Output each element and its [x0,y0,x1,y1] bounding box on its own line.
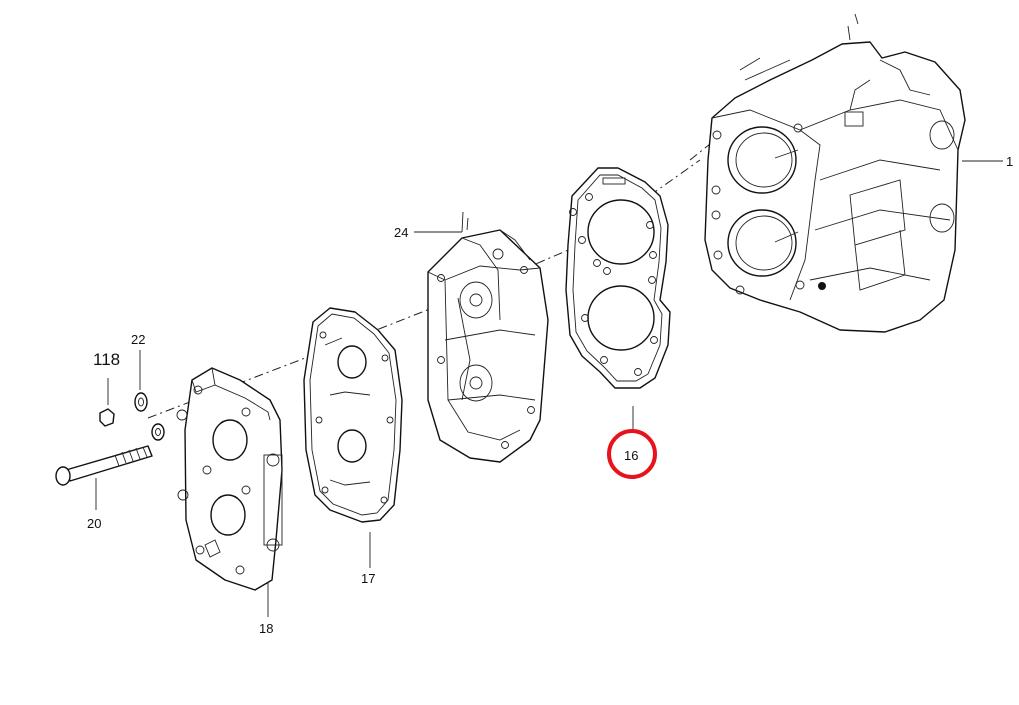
callout-20: 20 [87,516,101,531]
callout-1: 1 [1006,154,1013,169]
cylinder-block [704,13,966,333]
callout-118: 118 [93,350,120,369]
callout-22: 22 [131,332,145,347]
callout-17: 17 [361,571,375,586]
head-cover [176,367,283,591]
leader-lines [95,160,1003,617]
cylinder-head [427,211,549,463]
highlight-circle [607,429,657,479]
callout-16: 16 [624,448,638,463]
cover-gasket [303,307,403,523]
callout-24: 24 [394,225,408,240]
washer [134,392,165,441]
callout-labels: 118 22 20 18 17 24 16 1 [87,154,1013,636]
head-gasket [565,167,671,389]
callout-18: 18 [259,621,273,636]
nut [99,408,115,427]
bolt [55,445,153,486]
